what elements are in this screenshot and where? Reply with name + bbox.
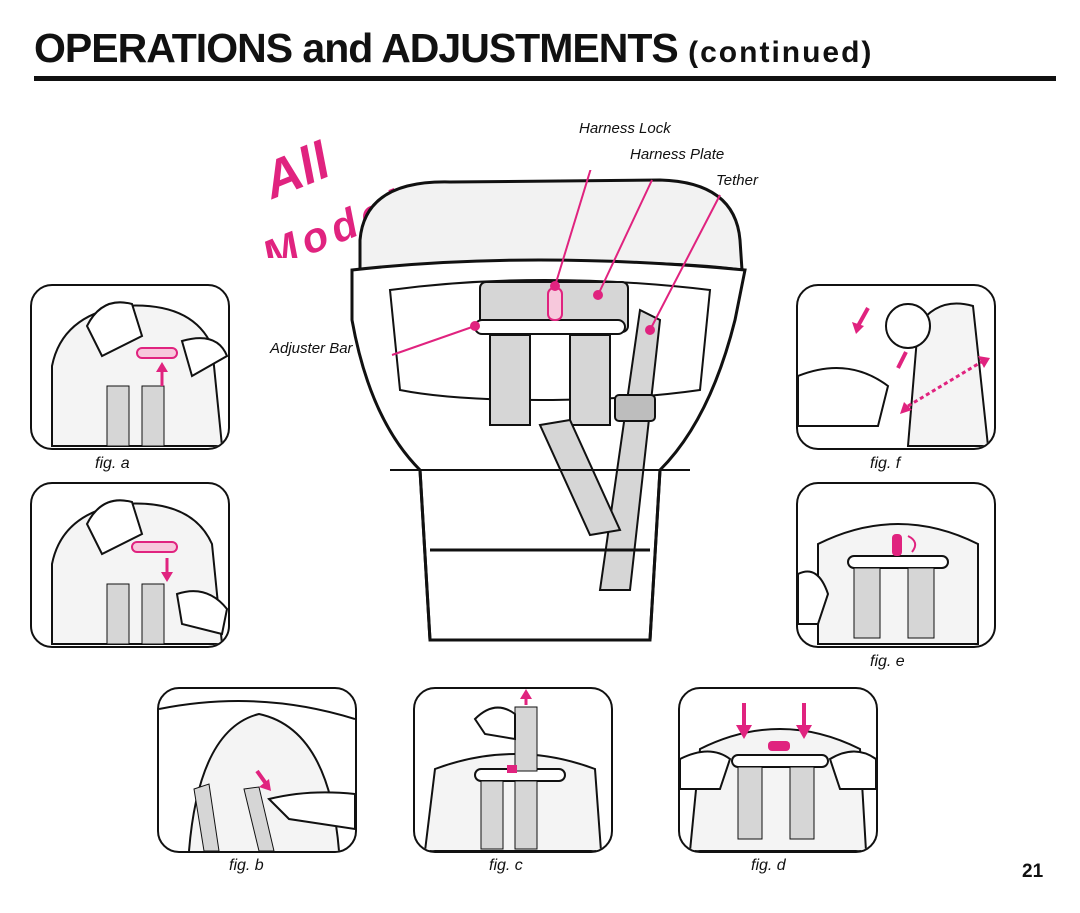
figure-d-panel [678, 687, 878, 853]
figure-f-caption: fig. f [870, 455, 901, 472]
figure-a-caption: fig. a [95, 455, 130, 472]
tether-label: Tether [716, 172, 758, 189]
figure-d-illustration [680, 703, 876, 851]
figure-f-illustration [798, 302, 990, 447]
figure-c-caption: fig. c [489, 857, 523, 874]
page-title: OPERATIONS and ADJUSTMENTS (continued) [34, 28, 873, 69]
figure-a-illustration [51, 301, 228, 447]
figure-e-caption: fig. e [870, 653, 905, 670]
figure-b-illustration [159, 700, 355, 851]
figure-c-illustration [423, 689, 603, 851]
figure-b-caption: fig. b [229, 857, 264, 874]
figure-c-panel [413, 687, 613, 853]
figure-e-panel [796, 482, 996, 648]
figure-a-panel [30, 284, 230, 450]
title-rule [34, 76, 1056, 81]
title-main: OPERATIONS and ADJUSTMENTS [34, 25, 679, 71]
figure-f-panel [796, 284, 996, 450]
figure-e-illustration [798, 523, 979, 645]
figure-a2-panel [30, 482, 230, 648]
figure-d-caption: fig. d [751, 857, 786, 874]
harness-lock-label: Harness Lock [579, 120, 671, 137]
figure-a2-illustration [51, 499, 228, 645]
adjuster-bar-label: Adjuster Bar [270, 340, 353, 357]
car-seat-rear-diagram [350, 170, 747, 642]
figure-b-panel [157, 687, 357, 853]
title-sub: (continued) [688, 36, 874, 69]
harness-plate-label: Harness Plate [630, 146, 725, 163]
page-number: 21 [1022, 861, 1044, 882]
watermark-all: All [253, 131, 340, 211]
